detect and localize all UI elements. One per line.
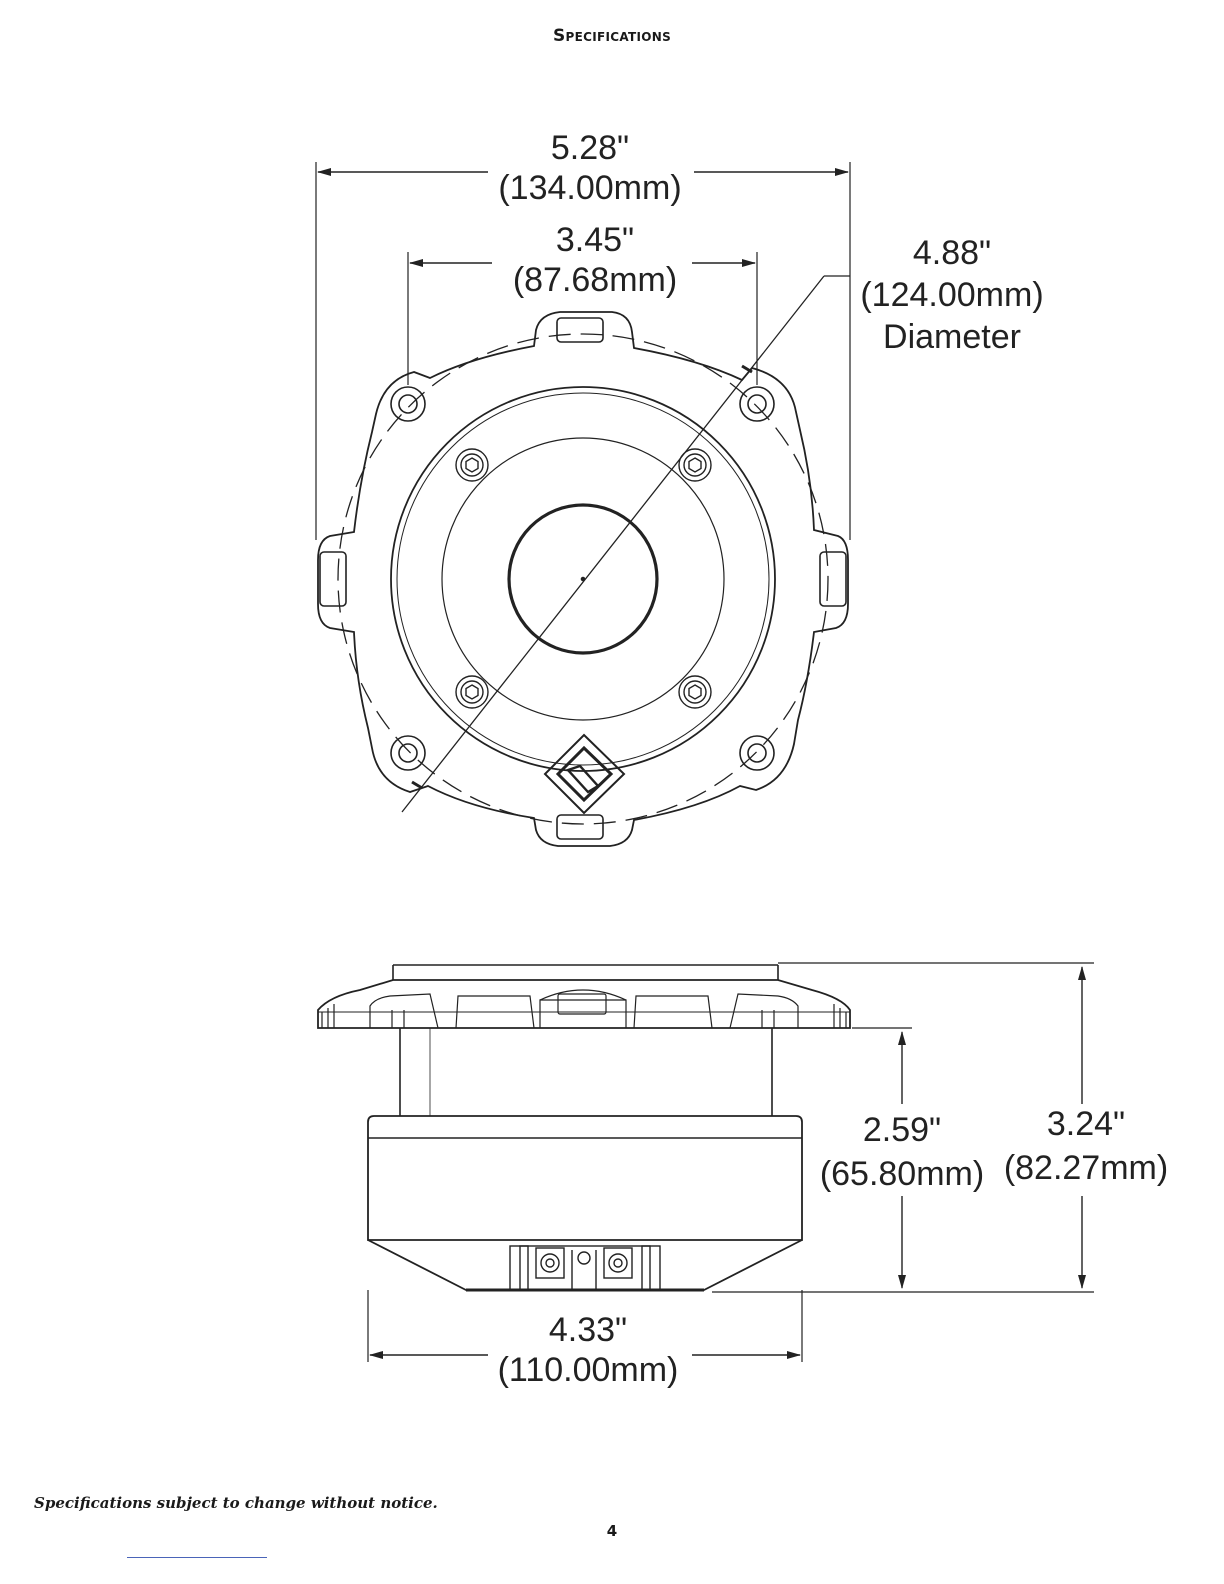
- body-width-label: 4.33" (110.00mm): [488, 1310, 688, 1390]
- body-width-inches: 4.33": [488, 1310, 688, 1350]
- diameter-inches: 4.88": [852, 232, 1052, 274]
- diameter-mm: (124.00mm): [852, 274, 1052, 316]
- mount-spacing-label: 3.45" (87.68mm): [495, 220, 695, 300]
- mount-depth-inches: 2.59": [812, 1108, 992, 1152]
- mount-depth-mm: (65.80mm): [812, 1152, 992, 1196]
- overall-width-label: 5.28" (134.00mm): [490, 128, 690, 208]
- brand-logo: [545, 735, 624, 813]
- overall-height-label: 3.24" (82.27mm): [996, 1102, 1176, 1190]
- footer-rule: [127, 1557, 267, 1558]
- mount-depth-label: 2.59" (65.80mm): [812, 1108, 992, 1196]
- mount-spacing-mm: (87.68mm): [495, 260, 695, 300]
- diameter-word: Diameter: [852, 316, 1052, 358]
- body-width-mm: (110.00mm): [488, 1350, 688, 1390]
- page-number: 4: [0, 1522, 1224, 1540]
- overall-width-mm: (134.00mm): [490, 168, 690, 208]
- mount-spacing-inches: 3.45": [495, 220, 695, 260]
- overall-height-mm: (82.27mm): [996, 1146, 1176, 1190]
- footer-disclaimer: Specifications subject to change without…: [34, 1494, 438, 1512]
- overall-height-inches: 3.24": [996, 1102, 1176, 1146]
- overall-width-inches: 5.28": [490, 128, 690, 168]
- diameter-label: 4.88" (124.00mm) Diameter: [852, 232, 1052, 358]
